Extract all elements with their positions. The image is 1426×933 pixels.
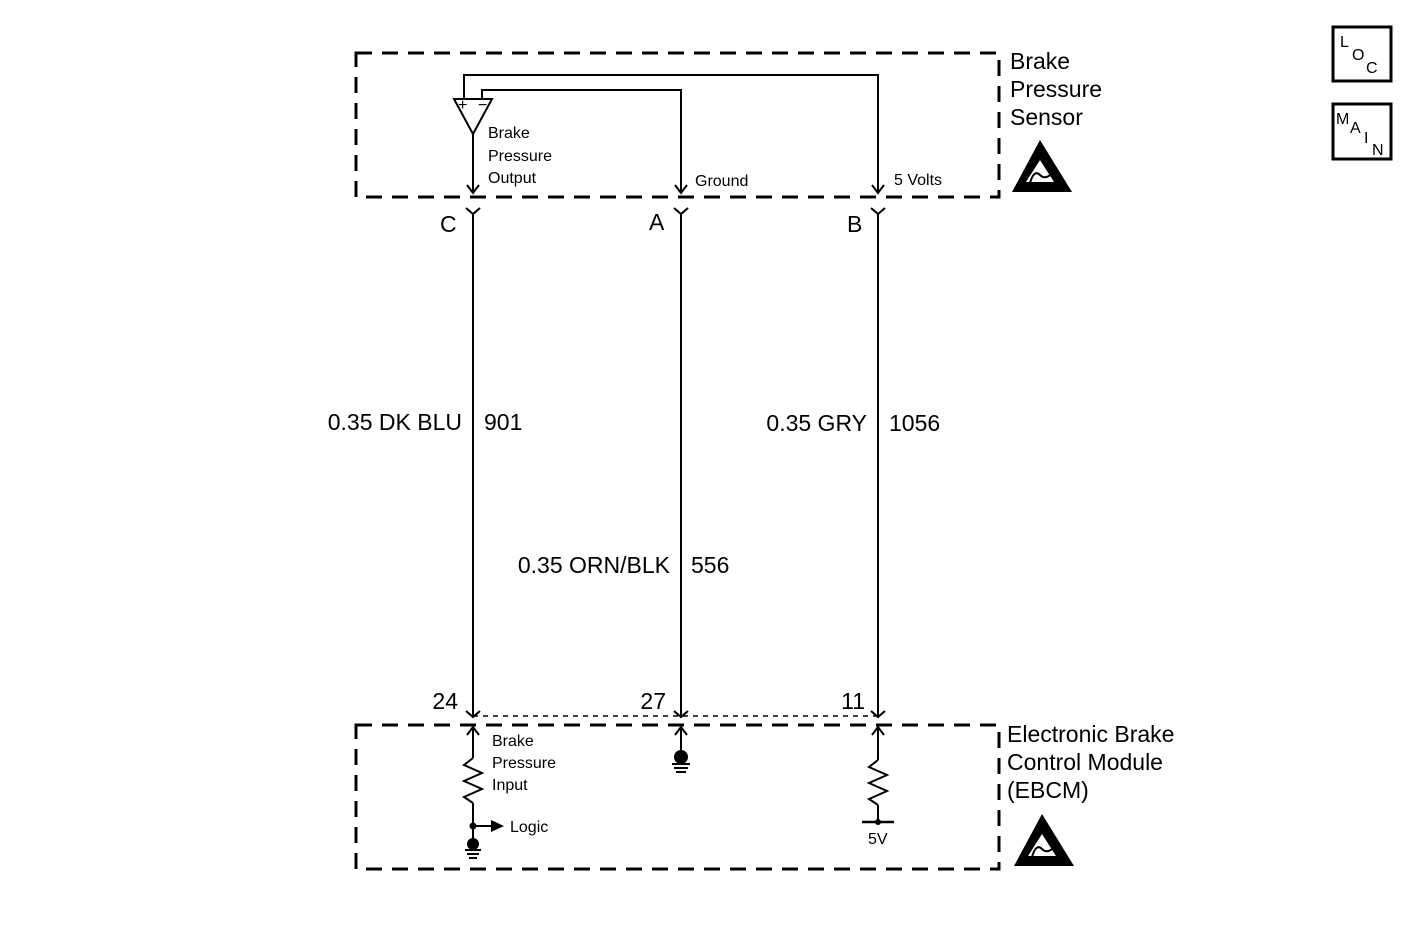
arrow-down-icon xyxy=(674,184,688,195)
sensor-plus-sign: + xyxy=(458,97,467,114)
sensor-connector: C A B xyxy=(440,207,886,237)
ref-5v-label: 5V xyxy=(868,831,888,848)
sensor-output-label-line2: Pressure xyxy=(488,148,552,165)
wire-1056-color: 0.35 GRY xyxy=(766,410,867,436)
wire-556-circuit: 556 xyxy=(691,552,729,578)
sensor-5volts-label: 5 Volts xyxy=(894,172,942,189)
sensor-title-line2: Pressure xyxy=(1010,76,1102,102)
ebcm-title-line3: (EBCM) xyxy=(1007,777,1089,803)
connector-letter-a: A xyxy=(649,209,665,235)
main-letter-m: M xyxy=(1336,111,1349,128)
input-label-line1: Brake xyxy=(492,733,534,750)
loc-button[interactable]: L O C xyxy=(1331,25,1393,83)
pin-number-11: 11 xyxy=(841,688,865,714)
pin-number-24: 24 xyxy=(432,688,458,714)
sensor-minus-sign: − xyxy=(478,97,487,114)
brake-pressure-sensor: + − Brake Pressure Output Ground 5 Volts… xyxy=(354,48,1102,199)
main-button[interactable]: M A I N xyxy=(1331,102,1393,161)
ebcm-5v-supply-circuit: 5V xyxy=(862,725,894,848)
main-letter-a: A xyxy=(1350,120,1361,137)
main-letter-n: N xyxy=(1372,142,1384,159)
loc-letter-o: O xyxy=(1352,47,1364,64)
connector-pin-c-icon xyxy=(465,207,481,216)
ebcm-title-line1: Electronic Brake xyxy=(1007,721,1174,747)
connector-pin-a-icon xyxy=(673,207,689,216)
loc-letter-l: L xyxy=(1340,34,1349,51)
ebcm-connector: 24 27 11 xyxy=(432,688,886,719)
sensor-output-label-line1: Brake xyxy=(488,125,530,142)
logic-label: Logic xyxy=(510,819,548,836)
sensor-title-line1: Brake xyxy=(1010,48,1070,74)
resistor-icon xyxy=(461,757,485,804)
sensor-ground-internal-wire xyxy=(481,89,682,192)
harness-wires: 0.35 DK BLU 901 0.35 ORN/BLK 556 0.35 GR… xyxy=(328,214,940,716)
main-letter-i: I xyxy=(1364,130,1368,147)
wire-556-color: 0.35 ORN/BLK xyxy=(518,552,671,578)
pin-number-27: 27 xyxy=(640,688,666,714)
sensor-5v-internal-wire xyxy=(463,74,879,192)
connector-letter-c: C xyxy=(440,211,457,237)
esd-sensitive-icon xyxy=(1012,140,1072,192)
loc-letter-c: C xyxy=(1366,60,1378,77)
connector-letter-b: B xyxy=(847,211,862,237)
ebcm-title-line2: Control Module xyxy=(1007,749,1163,775)
sensor-element-icon xyxy=(452,98,494,137)
sensor-boundary xyxy=(354,51,1001,199)
ground-icon xyxy=(672,750,690,773)
connector-pin-27-icon xyxy=(673,710,689,719)
ebcm-ground-circuit xyxy=(672,725,690,773)
ground-icon xyxy=(465,838,481,859)
wire-901-color: 0.35 DK BLU xyxy=(328,409,462,435)
wire-901-circuit: 901 xyxy=(484,409,522,435)
connector-pin-24-icon xyxy=(465,710,481,719)
resistor-icon xyxy=(866,759,890,806)
sensor-title-line3: Sensor xyxy=(1010,104,1083,130)
input-label-line3: Input xyxy=(492,777,528,794)
connector-pin-11-icon xyxy=(870,710,886,719)
sensor-ground-label: Ground xyxy=(695,173,748,190)
ebcm-module: Logic Brake Pressure Input xyxy=(354,721,1174,871)
brake-pressure-input-circuit: Logic Brake Pressure Input xyxy=(461,725,556,859)
esd-sensitive-icon xyxy=(1014,814,1074,866)
arrow-down-icon xyxy=(871,184,885,195)
arrow-down-icon xyxy=(466,184,480,195)
input-label-line2: Pressure xyxy=(492,755,556,772)
sensor-output-label-line3: Output xyxy=(488,170,537,187)
connector-pin-b-icon xyxy=(870,207,886,216)
wire-1056-circuit: 1056 xyxy=(889,410,940,436)
arrow-right-icon xyxy=(491,820,504,832)
ebcm-boundary xyxy=(354,723,1001,871)
